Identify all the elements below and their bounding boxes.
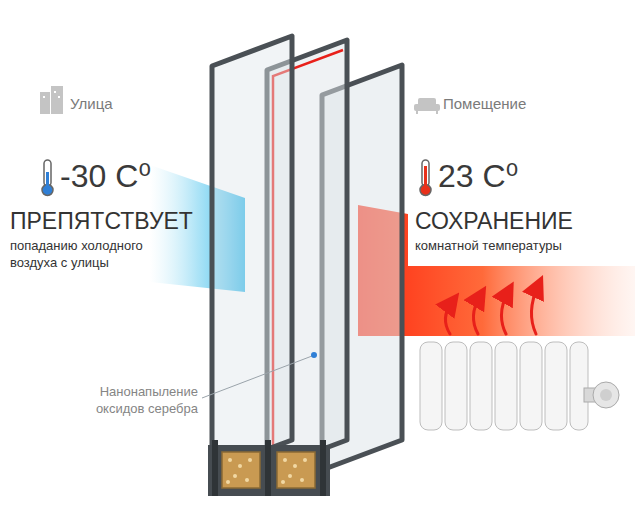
- body-text: попаданию холодного воздуха с улицы: [10, 238, 160, 272]
- callout-text: Нанонапыление оксидов серебра: [58, 384, 198, 418]
- frame-section: [208, 440, 330, 496]
- glass-pane: [212, 36, 292, 470]
- sofa-icon: [414, 98, 440, 114]
- building-icon: [40, 86, 63, 114]
- leader-line: [202, 356, 312, 398]
- place-label: Помещение: [443, 95, 526, 112]
- radiator: [420, 342, 619, 430]
- temperature-value: -30 C⁰: [60, 158, 151, 195]
- heat-arrows: [445, 286, 538, 334]
- leader-dot: [311, 352, 317, 358]
- body-text: комнатной температуры: [415, 238, 625, 255]
- thermometer-icon: [420, 160, 431, 196]
- heading-text: СОХРАНЕНИЕ: [415, 208, 573, 234]
- temperature-value: 23 C⁰: [438, 158, 518, 195]
- heading-text: ПРЕПЯТСТВУЕТ: [10, 208, 193, 234]
- place-label: Улица: [70, 95, 113, 112]
- thermometer-icon: [42, 160, 53, 196]
